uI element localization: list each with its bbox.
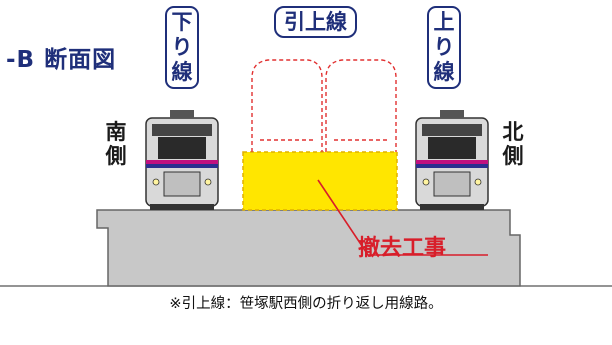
work-label: 撤去工事 xyxy=(358,236,447,261)
track-label-up-text: 上り線 xyxy=(433,10,455,84)
ghost-train-right xyxy=(325,59,397,152)
side-label-south: 南側 xyxy=(105,120,127,168)
diagram-title: -B 断面図 xyxy=(6,47,117,73)
train-up-line xyxy=(415,110,489,210)
footnote: ※引上線：笹塚駅西側の折り返し用線路。 xyxy=(169,296,443,312)
siding-ghost-trains xyxy=(251,59,397,152)
work-leader-line xyxy=(317,179,488,256)
track-label-up: 上り線 xyxy=(427,6,461,89)
train-down-line xyxy=(145,110,219,210)
removed-area xyxy=(242,151,398,211)
track-label-siding: 引上線 xyxy=(274,6,357,38)
side-label-north: 北側 xyxy=(502,120,524,168)
ghost-train-left xyxy=(251,59,323,152)
track-label-down-text: 下り線 xyxy=(171,10,193,84)
track-label-down: 下り線 xyxy=(165,6,199,89)
track-bed xyxy=(96,209,521,287)
